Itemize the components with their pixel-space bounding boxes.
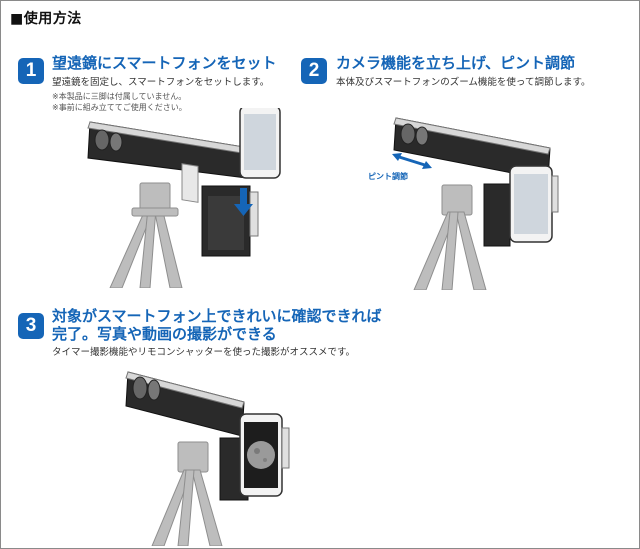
step-2-illustration — [393, 117, 559, 290]
step-1-note-2: ※事前に組み立ててご使用ください。 — [52, 103, 187, 112]
step-3-title-line-1: 対象がスマートフォン上できれいに確認できれば — [52, 307, 382, 325]
section-title: ■使用方法 — [10, 11, 82, 27]
step-1-title: 望遠鏡にスマートフォンをセット — [52, 54, 277, 72]
step-2-badge: 2 — [301, 58, 327, 84]
step-1-description: 望遠鏡を固定し、スマートフォンをセットします。 — [52, 77, 270, 88]
step-3-title-line-2: 完了。写真や動画の撮影ができる — [52, 325, 277, 343]
focus-adjust-arrow-icon — [392, 153, 432, 169]
step-3-illustration — [125, 371, 290, 546]
focus-adjust-label: ピント調節 — [368, 172, 408, 181]
step-1-note-1: ※本製品に三脚は付属していません。 — [52, 92, 187, 101]
step-1-badge: 1 — [18, 58, 44, 84]
step-3-badge: 3 — [18, 313, 44, 339]
step-2-title: カメラ機能を立ち上げ、ピント調節 — [336, 54, 575, 72]
step-1-illustration — [87, 108, 281, 288]
step-2-description: 本体及びスマートフォンのズーム機能を使って調節します。 — [336, 77, 591, 88]
step-3-description: タイマー撮影機能やリモコンシャッターを使った撮影がオススメです。 — [52, 347, 356, 358]
